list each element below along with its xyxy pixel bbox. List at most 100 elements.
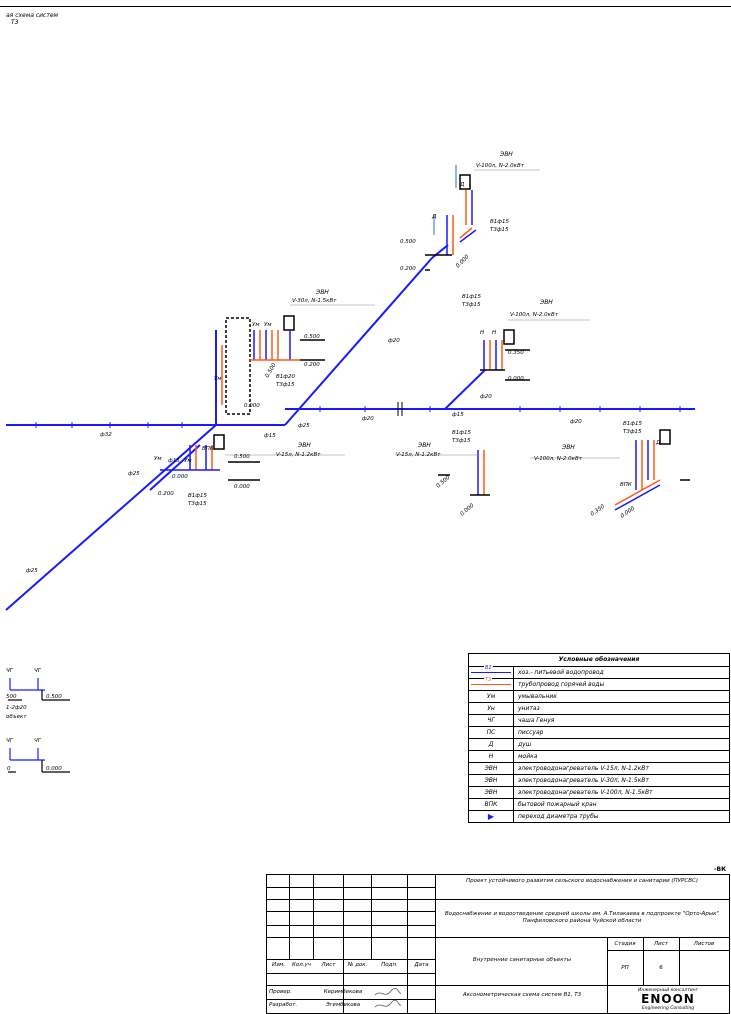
fixture-label: Д <box>655 440 661 446</box>
legend-text: мойка <box>518 753 538 760</box>
fixture-group-south <box>438 450 490 496</box>
elevation-mark: 0.500 <box>234 454 250 460</box>
diameter-mark: ф25 <box>298 423 310 429</box>
elevation-mark: 0.000 <box>244 403 260 409</box>
detail-symbol: ЧГ <box>6 668 14 674</box>
page-top-border <box>0 6 731 7</box>
corner-note-line1: ая схема систем <box>6 12 59 19</box>
detail-label: 0 <box>7 766 11 772</box>
detail-symbol: ЧГ <box>6 738 14 744</box>
system-tag: В1ф15 <box>462 294 481 300</box>
corner-note-line2: Т3 <box>11 19 19 26</box>
sheet-title: Аксонометрическая схема систем В1, Т3 <box>462 992 582 998</box>
detail-symbol: ЧГ <box>34 738 42 744</box>
fixture-label: ВПК <box>620 482 633 488</box>
legend-text: унитаз <box>518 705 540 712</box>
riser-top-pipe <box>431 244 449 259</box>
diameter-transition-icon: ▶ <box>487 812 495 821</box>
legend-title: Условные обозначения <box>469 654 729 667</box>
elevation-mark: 0.350 <box>590 503 607 517</box>
header-cell: Подп. <box>381 962 398 968</box>
elevation-mark: 0.000 <box>172 474 188 480</box>
stage-value: РП <box>621 965 629 971</box>
heater-spec: V-15л, N-1.2кВт <box>396 452 441 458</box>
legend-row: ПС писсуар <box>469 727 729 739</box>
header-cell: Дата <box>414 962 429 968</box>
corner-note: ая схема систем Т3 <box>6 12 58 26</box>
detail-label: 500 <box>6 694 17 700</box>
legend-row: Т3 трубопровод горячей воды <box>469 677 729 691</box>
elevation-mark: 0.000 <box>234 484 250 490</box>
elevation-mark: 0.000 <box>459 502 475 517</box>
legend-row: ▶ переход диаметра трубы <box>469 811 729 822</box>
elevation-mark: 0.350 <box>508 350 524 356</box>
diameter-mark: ф32 <box>100 432 112 438</box>
system-tag: В1ф15 <box>188 493 207 499</box>
legend-symbol: ПС <box>469 727 514 738</box>
system-tag: Т3ф15 <box>188 501 207 507</box>
signature-icon <box>374 987 402 1008</box>
developed-name: Эгембекова <box>325 1002 361 1008</box>
riser-diagonal-pipe <box>284 257 433 426</box>
valve-symbol <box>397 402 403 416</box>
section-title: Внутренние санитарные объекты <box>472 957 572 963</box>
elevation-mark: 0.200 <box>158 491 174 497</box>
legend-symbol: Д <box>469 739 514 750</box>
side-detail-1 <box>8 678 70 701</box>
elevation-mark: 0.200 <box>304 362 320 368</box>
object-title: Водоснабжение и водоотведение средней шк… <box>444 911 720 924</box>
detail-elevation: 0.000 <box>46 766 62 772</box>
legend-text: трубопровод горячей воды <box>518 681 605 688</box>
fixture-label: Д <box>431 214 437 220</box>
system-tag: В1ф15 <box>623 421 642 427</box>
heater-label: ЭВН <box>297 442 311 449</box>
detail-symbol: ЧГ <box>34 668 42 674</box>
fixture-group-east <box>480 329 530 381</box>
detail-label: 1-2ф20 <box>6 705 27 711</box>
diameter-mark: ф20 <box>362 416 374 422</box>
diameter-mark: ф15 <box>452 412 464 418</box>
detail-label: объект <box>6 714 27 720</box>
company-logo: Инженерный консалтинг ENOON Engineering … <box>611 987 725 1012</box>
header-cell: Лист <box>321 962 336 968</box>
checked-name: Керимбекова <box>323 989 363 995</box>
sheet-header: Лист <box>654 941 668 947</box>
sheet-value: 6 <box>659 965 663 971</box>
branch-diagonal-pipe <box>444 369 486 410</box>
legend-symbol: ЭВН <box>469 763 514 774</box>
system-tag: Т3ф15 <box>452 438 471 444</box>
fixture-group-west <box>160 434 260 481</box>
legend-row: В1 хоз.- питьевой водопровод <box>469 665 729 679</box>
legend-text: умывальник <box>518 693 557 700</box>
company-sub: Engineering Consulting <box>641 1006 695 1011</box>
fixture-label: ВПК <box>202 446 215 452</box>
detail-elevation: 0.500 <box>46 694 62 700</box>
fixture-group-top <box>425 165 477 271</box>
diameter-mark: ф15 <box>264 433 276 439</box>
legend-text: переход диаметра трубы <box>518 813 599 820</box>
legend-symbol: В1 <box>484 665 493 671</box>
legend-text: бытовой пожарный кран <box>518 801 597 808</box>
legend-symbol: Ум <box>469 691 514 702</box>
system-tag: Т3ф15 <box>276 382 295 388</box>
system-tag: В1ф15 <box>490 219 509 225</box>
legend-text: писсуар <box>518 729 544 736</box>
legend-text: электроводонагреватель V-100л, N-1.5кВт <box>518 789 653 796</box>
legend-symbol: ЧГ <box>469 715 514 726</box>
header-cell: Изм. <box>272 962 285 968</box>
elevation-mark: 0.000 <box>455 254 471 270</box>
elevation-mark: 0.500 <box>435 474 451 489</box>
system-tag: В1ф15 <box>452 430 471 436</box>
heater-spec: V-15л, N-1.2кВт <box>276 452 321 458</box>
heater-label: ЭВН <box>417 442 431 449</box>
legend-table: Условные обозначения В1 хоз.- питьевой в… <box>468 653 730 823</box>
elevation-mark: 0.000 <box>508 376 524 382</box>
fixture-label: Ум <box>154 456 162 462</box>
heater-spec: V-30л, N-1.5кВт <box>292 298 337 304</box>
legend-symbol: ВПК <box>469 799 514 810</box>
company-top: Инженерный консалтинг <box>638 988 698 993</box>
fixture-label: Н <box>480 330 484 336</box>
